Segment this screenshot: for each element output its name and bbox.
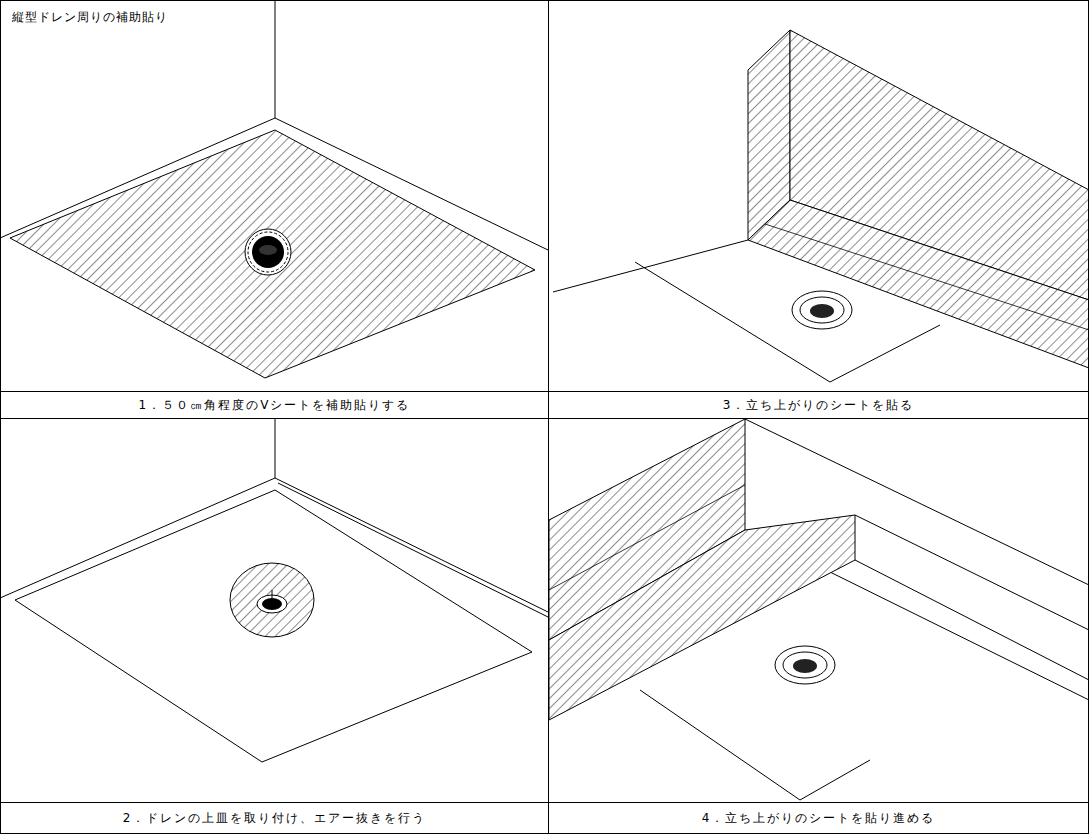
step-caption: 2．ドレンの上皿を取り付け、エアー抜きを行う [123, 810, 427, 827]
floor-corner [0, 419, 548, 762]
step-panel: 2．ドレンの上皿を取り付け、エアー抜きを行う [0, 418, 549, 834]
caption-strip: 1．５０㎝角程度のVシートを補助貼りする [1, 391, 548, 418]
drain-symbol [775, 646, 835, 684]
caption-strip: 4．立ち上がりのシートを貼り進める [549, 802, 1088, 833]
drain-symbol [245, 229, 291, 275]
caption-strip: 3．立ち上がりのシートを貼る [549, 391, 1088, 418]
step-caption: 4．立ち上がりのシートを貼り進める [702, 810, 936, 827]
step-panel: 1．５０㎝角程度のVシートを補助貼りする [0, 0, 549, 419]
hatched-floor-strip [748, 200, 1089, 368]
step-caption: 1．５０㎝角程度のVシートを補助貼りする [139, 397, 411, 414]
step-panel: 3．立ち上がりのシートを貼る [548, 0, 1089, 419]
hatched-sheet [10, 130, 535, 378]
hatched-floor-strip [549, 515, 855, 720]
step-panel: 4．立ち上がりのシートを貼り進める [548, 418, 1089, 834]
drain-symbol [257, 590, 287, 613]
step-caption: 3．立ち上がりのシートを貼る [723, 397, 915, 414]
sheet-edge [549, 485, 745, 590]
sheet-edge [765, 224, 1089, 330]
caption-strip: 2．ドレンの上皿を取り付け、エアー抜きを行う [1, 802, 548, 833]
drain-symbol [792, 291, 852, 329]
hatched-patch [230, 563, 314, 637]
diagram-title: 縦型ドレン周りの補助貼り [12, 9, 168, 26]
